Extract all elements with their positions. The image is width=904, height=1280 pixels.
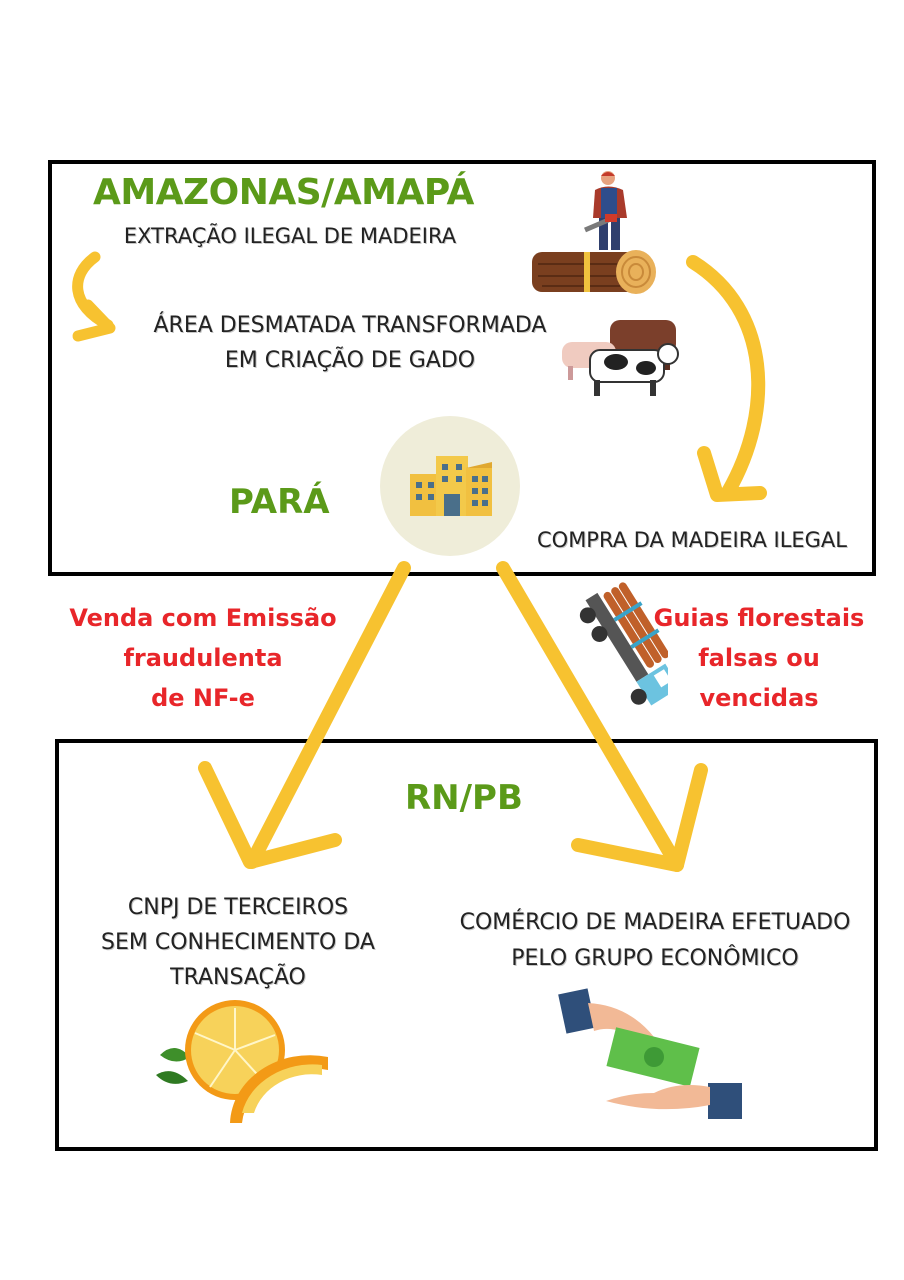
step-deforested-area: ÁREA DESMATADA TRANSFORMADA EM CRIAÇÃO D…: [130, 308, 570, 378]
oranges-icon: [156, 1000, 328, 1123]
step-deforested-line2: EM CRIAÇÃO DE GADO: [224, 348, 476, 373]
purchase-label: COMPRA DA MADEIRA ILEGAL: [537, 528, 847, 552]
region-title-para: PARÁ: [229, 482, 330, 522]
money-exchange-icon: [558, 988, 742, 1119]
third-party-line2: SEM CONHECIMENTO DA: [101, 930, 375, 955]
economic-group-line1: COMÉRCIO DE MADEIRA EFETUADO: [459, 910, 851, 935]
note-guides-line1: Guias florestais: [653, 604, 865, 632]
lumberjack-icon: [584, 171, 627, 250]
economic-group-line2: PELO GRUPO ECONÔMICO: [511, 946, 799, 971]
curved-arrow-small-head: [72, 299, 116, 342]
curved-arrow-large-head: [697, 446, 767, 502]
note-invoice-line1: Venda com Emissão: [69, 604, 337, 632]
diagonal-arrow-left: [245, 561, 411, 869]
cattle-icon: [562, 320, 679, 396]
diagonal-arrow-left-head: [198, 761, 342, 869]
region-title-amazonas: AMAZONAS/AMAPÁ: [93, 172, 474, 213]
region-title-rnpb: RN/PB: [405, 778, 523, 818]
note-forest-guides: Guias florestais falsas ou vencidas: [640, 598, 878, 718]
economic-group-text: COMÉRCIO DE MADEIRA EFETUADO PELO GRUPO …: [436, 905, 874, 977]
diagonal-arrow-right-head: [571, 763, 708, 872]
note-guides-line3: vencidas: [699, 684, 819, 712]
note-invoice-line2: fraudulenta: [123, 644, 283, 672]
third-party-line1: CNPJ DE TERCEIROS: [127, 895, 349, 920]
note-invoice-fraud: Venda com Emissão fraudulenta de NF-e: [40, 598, 366, 718]
third-party-line3: TRANSAÇÃO: [170, 965, 306, 990]
bottom-box: [55, 739, 878, 1151]
building-icon: [380, 416, 520, 556]
note-guides-line2: falsas ou: [698, 644, 820, 672]
step-deforested-line1: ÁREA DESMATADA TRANSFORMADA: [153, 313, 547, 338]
logging-truck-icon: [579, 582, 668, 706]
step-illegal-extraction: EXTRAÇÃO ILEGAL DE MADEIRA: [123, 224, 457, 248]
diagonal-arrow-right: [496, 561, 684, 872]
log-icon: [532, 250, 656, 294]
note-invoice-line3: de NF-e: [151, 684, 255, 712]
third-party-cnpj-text: CNPJ DE TERCEIROS SEM CONHECIMENTO DA TR…: [80, 890, 396, 995]
curved-arrow-large: [686, 255, 766, 499]
